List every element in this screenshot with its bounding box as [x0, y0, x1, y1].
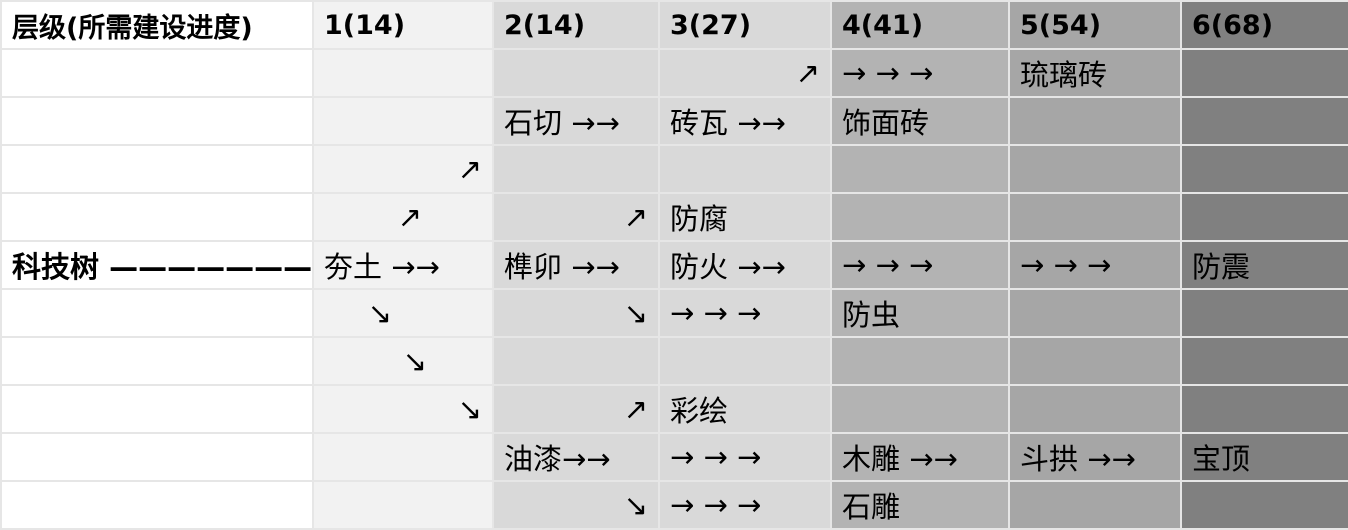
- tier-4-cell: → → →: [830, 240, 1010, 290]
- tier-4-cell: [830, 144, 1010, 194]
- row-label-cell: [0, 384, 314, 434]
- row-label-cell: [0, 144, 314, 194]
- header-tier-1: 1(14): [312, 0, 494, 50]
- header-tier-3: 3(27): [658, 0, 832, 50]
- tier-5-cell: [1008, 144, 1182, 194]
- tier-2-cell: ↘: [492, 288, 660, 338]
- table-row: 油漆→→→ → →木雕 →→斗拱 →→宝顶: [0, 432, 1348, 482]
- table-row: ↗↗防腐: [0, 192, 1348, 242]
- tier-5-cell: [1008, 336, 1182, 386]
- tier-5-cell: [1008, 288, 1182, 338]
- tier-5-cell: [1008, 192, 1182, 242]
- tier-5-cell: [1008, 384, 1182, 434]
- tier-5-cell: → → →: [1008, 240, 1182, 290]
- tier-2-cell: 油漆→→: [492, 432, 660, 482]
- tier-1-cell: ↗: [312, 192, 494, 242]
- tier-2-cell: [492, 144, 660, 194]
- table-row: ↘: [0, 336, 1348, 386]
- tier-4-cell: 防虫: [830, 288, 1010, 338]
- tier-2-cell: ↗: [492, 384, 660, 434]
- tier-2-cell: 石切 →→: [492, 96, 660, 146]
- tier-3-cell: → → →: [658, 432, 832, 482]
- tier-3-cell: 防腐: [658, 192, 832, 242]
- tier-1-cell: 夯土 →→: [312, 240, 494, 290]
- tier-5-cell: 斗拱 →→: [1008, 432, 1182, 482]
- tier-4-cell: 石雕: [830, 480, 1010, 530]
- tier-4-cell: 木雕 →→: [830, 432, 1010, 482]
- tier-1-cell: ↘: [312, 384, 494, 434]
- tier-6-cell: [1180, 144, 1348, 194]
- tier-1-cell: [312, 480, 494, 530]
- tier-3-cell: 防火 →→: [658, 240, 832, 290]
- tier-4-cell: → → →: [830, 48, 1010, 98]
- tier-3-cell: → → →: [658, 480, 832, 530]
- tier-3-cell: ↗: [658, 48, 832, 98]
- row-label-cell: [0, 48, 314, 98]
- row-label-cell: 科技树 ———————: [0, 240, 314, 290]
- tier-5-cell: 琉璃砖: [1008, 48, 1182, 98]
- tier-1-cell: [312, 432, 494, 482]
- tier-2-cell: [492, 48, 660, 98]
- header-tier-label: 层级(所需建设进度): [0, 0, 314, 50]
- tier-6-cell: [1180, 384, 1348, 434]
- tier-3-cell: 砖瓦 →→: [658, 96, 832, 146]
- table-row: 石切 →→砖瓦 →→饰面砖: [0, 96, 1348, 146]
- tier-2-cell: 榫卯 →→: [492, 240, 660, 290]
- tier-4-cell: 饰面砖: [830, 96, 1010, 146]
- tier-2-cell: ↘: [492, 480, 660, 530]
- tier-6-cell: [1180, 336, 1348, 386]
- tier-6-cell: [1180, 96, 1348, 146]
- tier-6-cell: [1180, 192, 1348, 242]
- row-label-cell: [0, 192, 314, 242]
- table-row: ↘↗彩绘: [0, 384, 1348, 434]
- table-row: ↗→ → →琉璃砖: [0, 48, 1348, 98]
- tier-3-cell: 彩绘: [658, 384, 832, 434]
- header-tier-6: 6(68): [1180, 0, 1348, 50]
- table-row: ↗: [0, 144, 1348, 194]
- tier-6-cell: [1180, 288, 1348, 338]
- tier-3-cell: → → →: [658, 288, 832, 338]
- tier-4-cell: [830, 336, 1010, 386]
- tier-1-cell: ↘: [312, 288, 494, 338]
- header-row: 层级(所需建设进度) 1(14) 2(14) 3(27) 4(41) 5(54)…: [0, 0, 1348, 50]
- tier-2-cell: [492, 336, 660, 386]
- row-label-cell: [0, 432, 314, 482]
- table-row: ↘↘→ → →防虫: [0, 288, 1348, 338]
- tier-6-cell: [1180, 480, 1348, 530]
- tier-3-cell: [658, 336, 832, 386]
- tier-5-cell: [1008, 96, 1182, 146]
- tier-6-cell: [1180, 48, 1348, 98]
- table-row: ↘→ → →石雕: [0, 480, 1348, 530]
- tier-3-cell: [658, 144, 832, 194]
- row-label-cell: [0, 288, 314, 338]
- header-tier-5: 5(54): [1008, 0, 1182, 50]
- tier-4-cell: [830, 192, 1010, 242]
- tier-6-cell: 防震: [1180, 240, 1348, 290]
- row-label-cell: [0, 96, 314, 146]
- tier-1-cell: ↗: [312, 144, 494, 194]
- header-tier-2: 2(14): [492, 0, 660, 50]
- row-label-cell: [0, 336, 314, 386]
- tier-5-cell: [1008, 480, 1182, 530]
- table-row: 科技树 ———————夯土 →→榫卯 →→防火 →→→ → →→ → →防震: [0, 240, 1348, 290]
- tier-2-cell: ↗: [492, 192, 660, 242]
- tier-6-cell: 宝顶: [1180, 432, 1348, 482]
- tier-1-cell: [312, 48, 494, 98]
- row-label-cell: [0, 480, 314, 530]
- tier-1-cell: ↘: [312, 336, 494, 386]
- tier-4-cell: [830, 384, 1010, 434]
- tier-1-cell: [312, 96, 494, 146]
- header-tier-4: 4(41): [830, 0, 1010, 50]
